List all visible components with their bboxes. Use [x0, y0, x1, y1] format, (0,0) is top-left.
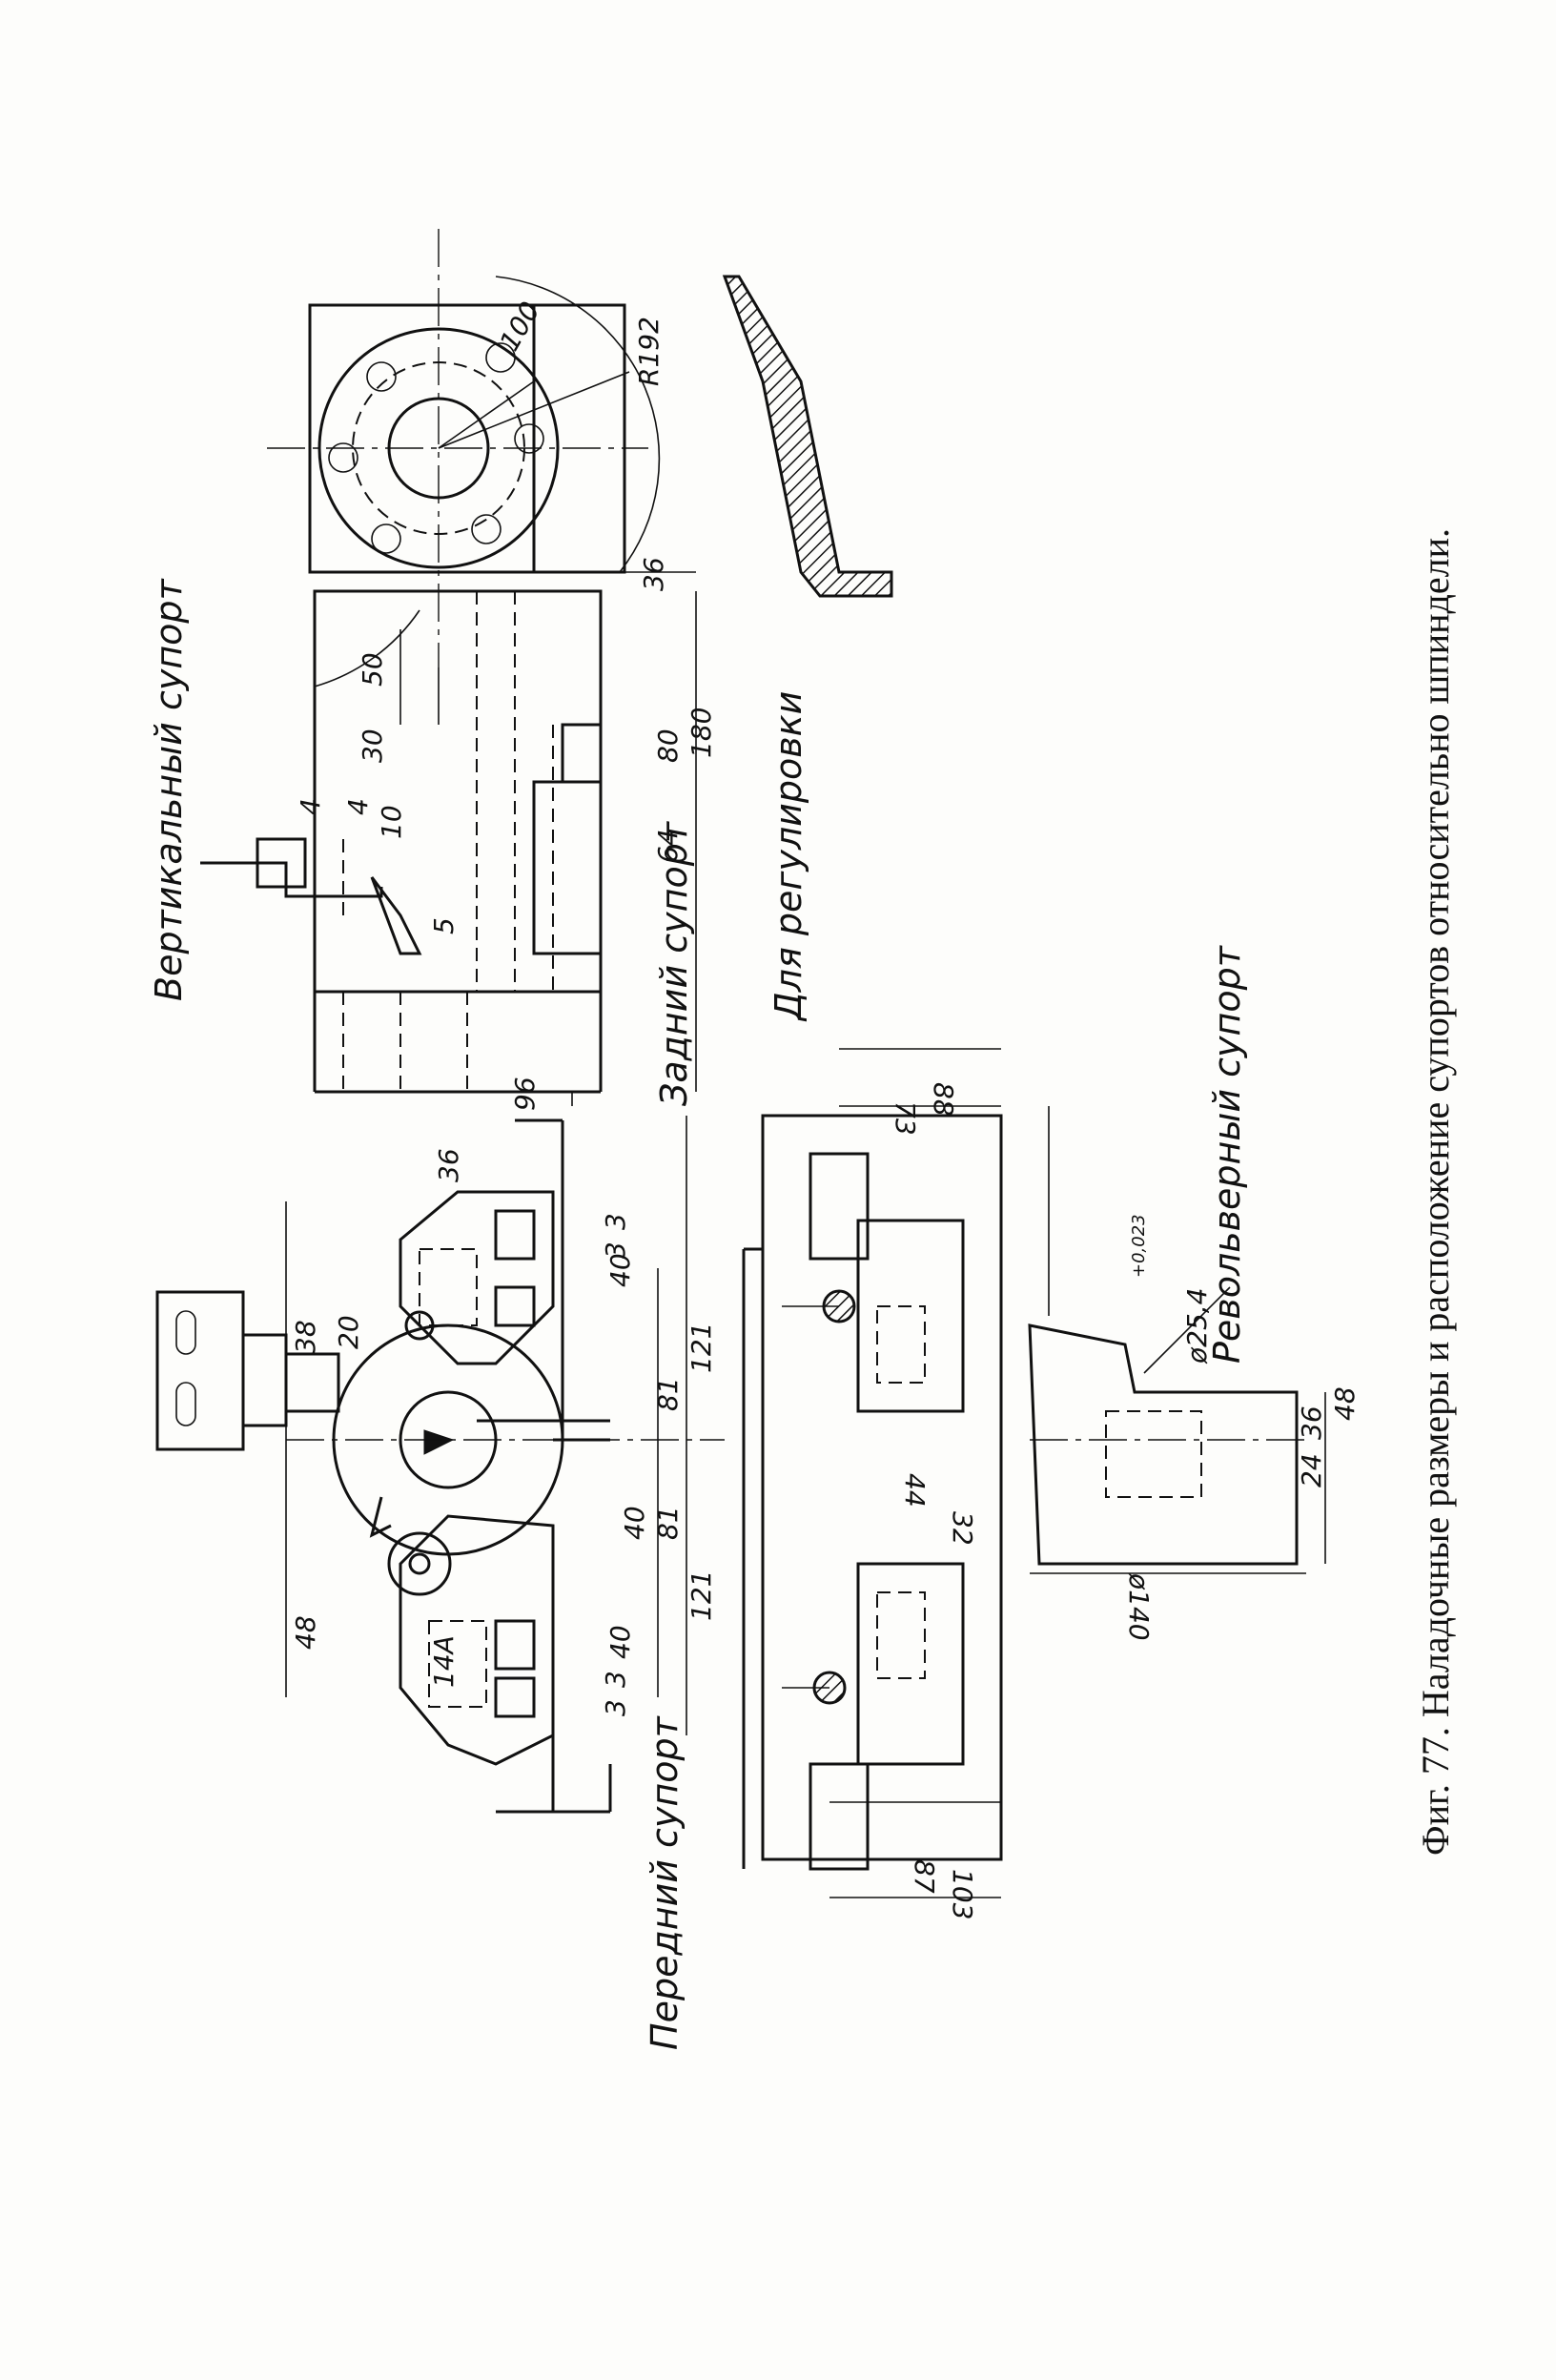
- dim-121-rear: 121: [686, 1323, 717, 1373]
- dim-36-rear: 36: [433, 1148, 464, 1182]
- dim-36-top: 36: [638, 557, 669, 591]
- dim-38: 38: [290, 1320, 321, 1354]
- dim-103: 103: [947, 1869, 978, 1919]
- dim-30: 30: [357, 728, 388, 763]
- dim-140: ø140: [1123, 1572, 1155, 1641]
- dim-32: 32: [947, 1511, 978, 1546]
- label-adjustment: Для регулировки: [768, 691, 809, 1022]
- dim-50: 50: [357, 652, 388, 687]
- dim-40-rear: 40: [604, 1253, 636, 1287]
- turret-view: [742, 1048, 1326, 1898]
- dim-80: 80: [652, 728, 684, 763]
- dim-4a: 4: [295, 798, 326, 815]
- dim-121-front: 121: [686, 1570, 717, 1621]
- spindle-view: [200, 229, 893, 1106]
- dimensions-group: R192 100 36 50 30 80 180 4 4 10 64 5 96 …: [290, 297, 1361, 1920]
- dim-4b: 4: [342, 798, 374, 815]
- tool-post: [155, 1290, 245, 1451]
- dim-3-front: 3: [600, 1671, 631, 1688]
- dim-81-rear: 81: [652, 1377, 684, 1411]
- dim-81-front: 81: [652, 1506, 684, 1540]
- label-rear-slide: Задний супорт: [653, 820, 695, 1106]
- dim-40-front: 40: [619, 1506, 650, 1540]
- dim-5: 5: [428, 917, 460, 934]
- dim-40b-front: 40: [604, 1625, 636, 1659]
- label-turret-slide: Револьверный супорт: [1206, 944, 1248, 1364]
- dim-20: 20: [333, 1315, 364, 1349]
- dim-r192: R192: [633, 317, 665, 386]
- dim-10: 10: [376, 805, 407, 839]
- cross-slides-view: [155, 1116, 725, 1814]
- figure-caption: Фиг. 77. Наладочные размеры и расположен…: [1413, 528, 1457, 1856]
- dim-96: 96: [509, 1077, 541, 1111]
- turret-head: [1028, 1323, 1299, 1566]
- dim-48-turret: 48: [1329, 1386, 1361, 1421]
- dim-180: 180: [686, 708, 717, 758]
- dim-tolerance: +0,023: [1129, 1214, 1149, 1278]
- face-plate: [317, 327, 560, 569]
- dim-24: 24: [1296, 1453, 1327, 1488]
- dim-48: 48: [290, 1615, 321, 1650]
- dim-88: 88: [928, 1082, 959, 1117]
- dim-73: 73: [890, 1101, 921, 1136]
- dim-3b-rear: 3: [600, 1241, 631, 1259]
- chip-guard: [722, 275, 893, 598]
- dim-14a: 14А: [428, 1635, 460, 1688]
- dim-64: 64: [652, 829, 684, 863]
- labels-group: Вертикальный супорт Задний супорт Передн…: [148, 577, 1248, 2050]
- dim-44: 44: [899, 1473, 931, 1508]
- spindle-housing: [308, 303, 626, 574]
- turret-slide-body: [761, 1114, 1003, 1861]
- label-vertical-slide: Вертикальный супорт: [148, 577, 190, 1001]
- dim-3-rear: 3: [600, 1213, 631, 1230]
- dim-87: 87: [909, 1859, 940, 1894]
- dim-25-4: ø25,4: [1181, 1288, 1213, 1364]
- label-front-slide: Передний супорт: [644, 1714, 686, 2050]
- dim-3b-front: 3: [600, 1699, 631, 1716]
- front-slide-body: [399, 1514, 555, 1766]
- dim-36-turret: 36: [1296, 1405, 1327, 1440]
